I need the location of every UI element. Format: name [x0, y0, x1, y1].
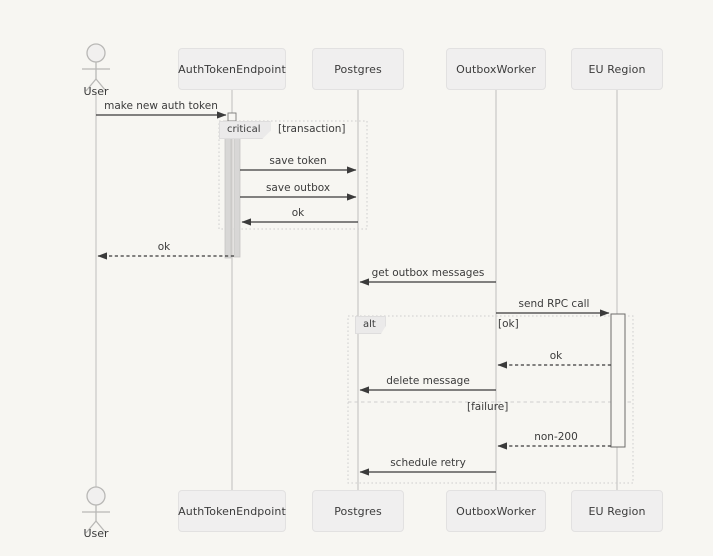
message-label-delete-message: delete message [386, 375, 470, 387]
participant-box-postgres-bottom[interactable]: Postgres [312, 490, 404, 532]
participant-box-outboxworker-bottom[interactable]: OutboxWorker [446, 490, 546, 532]
message-label-save-outbox: save outbox [265, 182, 331, 194]
actor-label-user-bottom: User [83, 527, 109, 540]
guard-transaction: [transaction] [278, 123, 346, 135]
activation-auth-inner [233, 125, 241, 258]
actor-user-bottom [82, 486, 110, 534]
participant-box-euregion-top[interactable]: EU Region [571, 48, 663, 90]
participant-box-euregion-bottom[interactable]: EU Region [571, 490, 663, 532]
message-label-ok-pg-auth: ok [291, 207, 305, 219]
participant-box-auth-top[interactable]: AuthTokenEndpoint [178, 48, 286, 90]
message-label-ok-auth-user: ok [157, 241, 171, 253]
activation-bars [224, 112, 626, 448]
message-label-get-outbox-messages: get outbox messages [371, 267, 485, 279]
actor-head-icon [86, 486, 106, 506]
participant-box-postgres-top[interactable]: Postgres [312, 48, 404, 90]
activation-auth-cap [227, 112, 237, 122]
actor-label-user-top: User [83, 85, 109, 98]
participant-box-auth-bottom[interactable]: AuthTokenEndpoint [178, 490, 286, 532]
fragment-tag-critical: critical [219, 121, 271, 139]
actor-head-icon [86, 43, 106, 63]
guard-ok: [ok] [498, 318, 519, 330]
message-label-make-new-auth-token: make new auth token [104, 100, 218, 112]
fragment-alt [347, 315, 634, 484]
message-arrows [96, 111, 611, 476]
message-label-send-rpc-call: send RPC call [518, 298, 590, 310]
fragment-tag-alt: alt [355, 316, 386, 334]
message-label-non-200: non-200 [534, 431, 578, 443]
message-label-save-token: save token [269, 155, 327, 167]
lifelines [95, 90, 618, 490]
participant-box-outboxworker-top[interactable]: OutboxWorker [446, 48, 546, 90]
activation-auth-outer [224, 120, 232, 259]
message-label-schedule-retry: schedule retry [390, 457, 466, 469]
activation-eu [610, 313, 626, 448]
actor-user-top [82, 43, 110, 92]
guard-failure: [failure] [467, 401, 509, 413]
message-label-ok-eu-worker: ok [549, 350, 563, 362]
